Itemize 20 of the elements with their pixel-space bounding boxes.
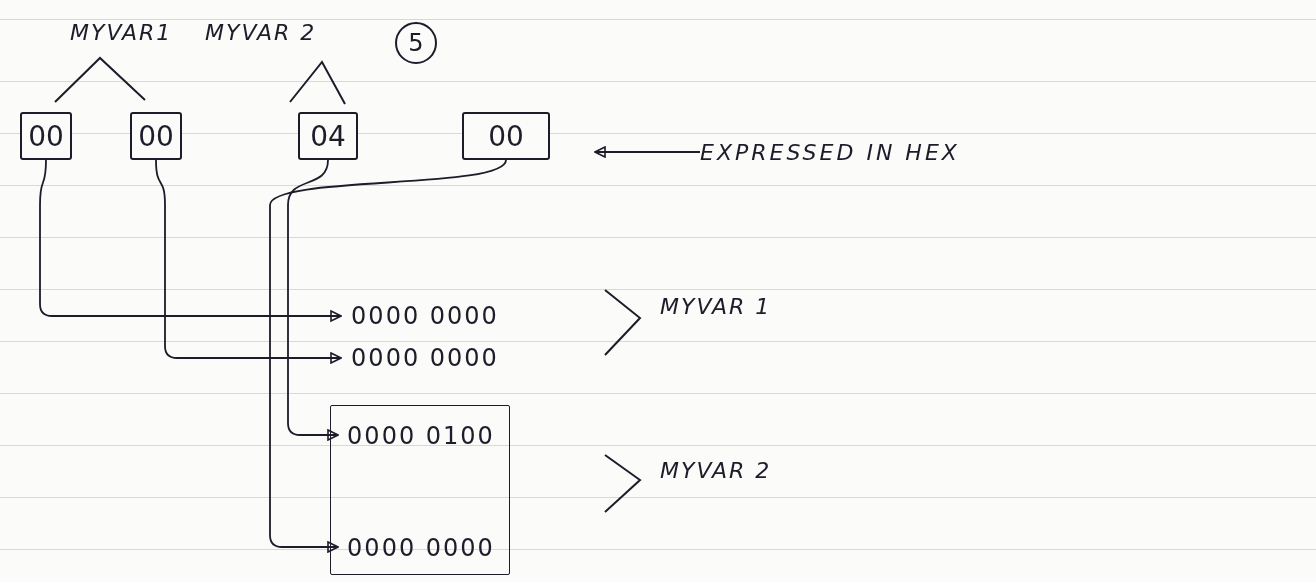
arrow [287,159,339,441]
arrow [155,159,342,364]
variable-name: MYVAR 2 [660,458,772,483]
variable-name: MYVAR 1 [660,294,772,319]
hex-byte-box: 00 [20,112,72,160]
arrow [269,159,507,553]
arrow [594,146,701,158]
hex-byte-box: 04 [298,112,358,160]
arrow [39,159,342,322]
variable-name: MYVAR1 [70,20,173,45]
binary-value: 0000 0100 [343,416,499,456]
group-frame [330,405,510,575]
hex-byte-box: 00 [462,112,550,160]
note-text: EXPRESSED IN HEX [700,132,980,172]
hex-byte-box: 00 [130,112,182,160]
variable-name: MYVAR 2 [205,20,317,45]
binary-value: 0000 0000 [345,298,505,334]
circled-number: 5 [395,22,437,64]
binary-value: 0000 0000 [345,340,505,376]
binary-value: 0000 0000 [343,528,499,568]
